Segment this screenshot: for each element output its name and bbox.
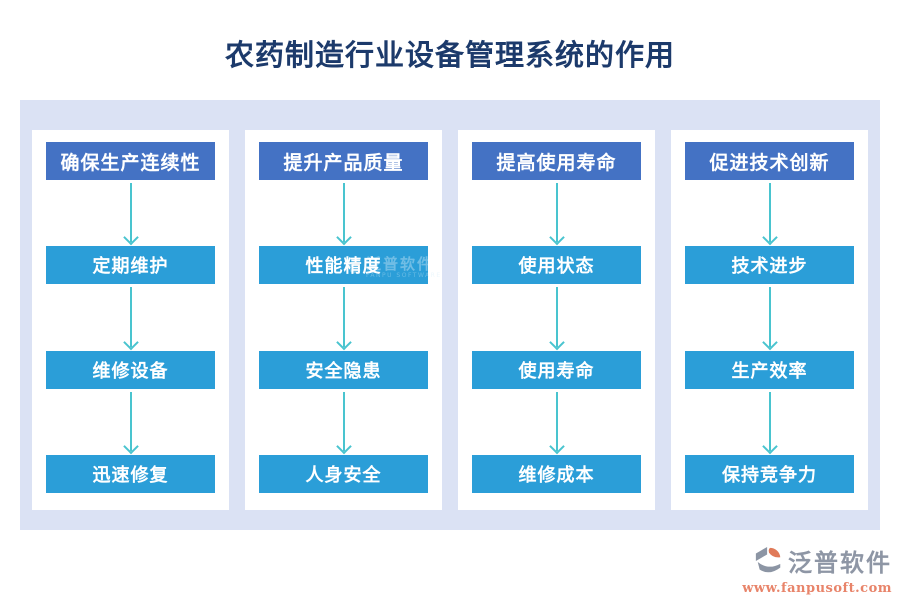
brand-name: 泛普软件 — [788, 548, 892, 577]
flow-step-box: 使用寿命 — [472, 350, 641, 389]
flow-header-box: 促进技术创新 — [685, 142, 854, 180]
flow-step-box: 迅速修复 — [46, 454, 215, 493]
flow-step-box: 维修设备 — [46, 350, 215, 389]
flow-column-quality: 提升产品质量 性能精度 安全隐患 人身安全 — [245, 130, 442, 510]
fanpu-logo-icon — [754, 545, 784, 581]
flow-step-box: 使用状态 — [472, 246, 641, 285]
flow-step-box: 安全隐患 — [259, 350, 428, 389]
flow-column-innovation: 促进技术创新 技术进步 生产效率 保持竞争力 — [671, 130, 868, 510]
brand-logo: 泛普软件 www.fanpusoft.com — [742, 545, 892, 596]
arrow-down-icon — [46, 180, 215, 246]
arrow-down-icon — [685, 284, 854, 350]
arrow-down-icon — [259, 180, 428, 246]
page-title: 农药制造行业设备管理系统的作用 — [224, 38, 675, 72]
arrow-down-icon — [259, 284, 428, 350]
arrow-down-icon — [46, 284, 215, 350]
flow-step-box: 人身安全 — [259, 454, 428, 493]
flow-column-lifespan: 提高使用寿命 使用状态 使用寿命 维修成本 — [458, 130, 655, 510]
flow-header-box: 提升产品质量 — [259, 142, 428, 180]
diagram-board: 确保生产连续性 定期维护 维修设备 迅速修复 提升产品质量 性能精度 安全隐患 … — [20, 100, 880, 530]
brand-url: www.fanpusoft.com — [742, 581, 892, 596]
flow-step-box: 性能精度 — [259, 246, 428, 285]
flow-step-box: 技术进步 — [685, 246, 854, 285]
flow-step-box: 生产效率 — [685, 350, 854, 389]
flow-step-box: 保持竞争力 — [685, 454, 854, 493]
flow-header-box: 确保生产连续性 — [46, 142, 215, 180]
arrow-down-icon — [46, 389, 215, 455]
flow-column-continuity: 确保生产连续性 定期维护 维修设备 迅速修复 — [32, 130, 229, 510]
arrow-down-icon — [259, 389, 428, 455]
title-bar: 农药制造行业设备管理系统的作用 — [0, 32, 900, 74]
brand-row: 泛普软件 — [742, 545, 892, 581]
arrow-down-icon — [685, 180, 854, 246]
flow-header-box: 提高使用寿命 — [472, 142, 641, 180]
arrow-down-icon — [472, 389, 641, 455]
flow-step-box: 维修成本 — [472, 454, 641, 493]
flow-step-box: 定期维护 — [46, 246, 215, 285]
arrow-down-icon — [472, 284, 641, 350]
arrow-down-icon — [472, 180, 641, 246]
arrow-down-icon — [685, 389, 854, 455]
